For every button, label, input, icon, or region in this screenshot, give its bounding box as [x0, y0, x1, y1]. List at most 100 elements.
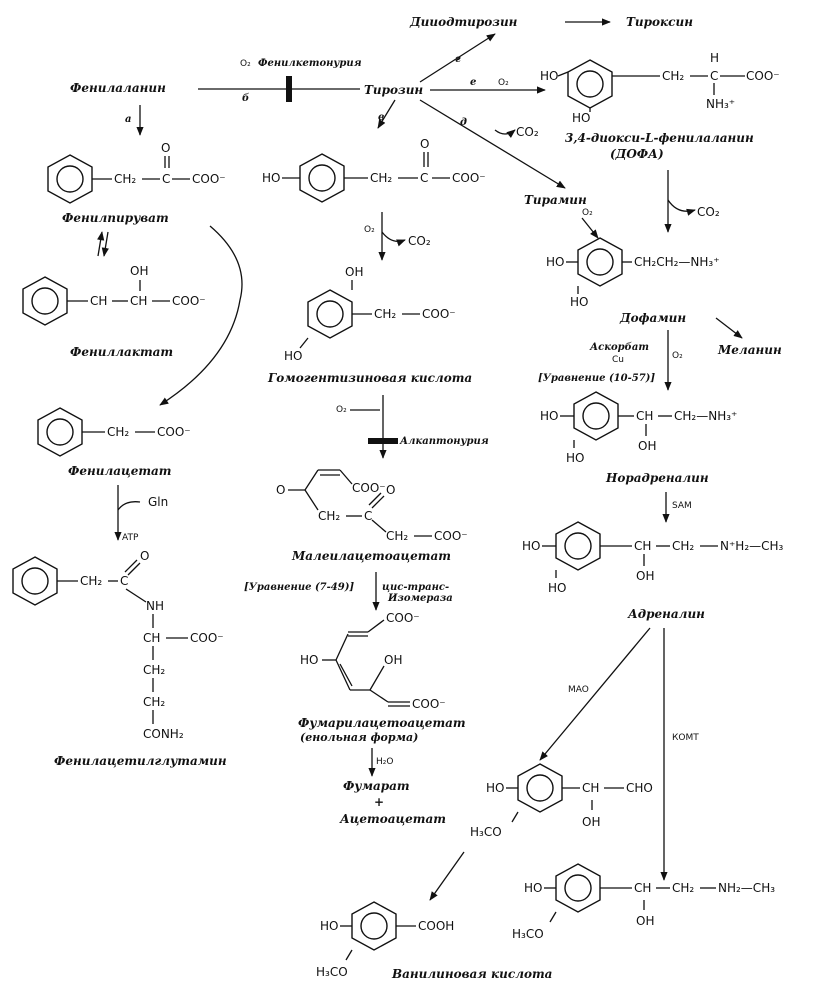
svg-text:COO⁻: COO⁻	[352, 481, 386, 495]
svg-text:O: O	[161, 141, 170, 155]
hydroxyphenylpyruvate-structure: HO CH₂ C O COO⁻	[262, 137, 486, 203]
melanin-label: Меланин	[717, 343, 782, 357]
alkaptonuria-block	[368, 438, 398, 444]
dopa-abbr-label: (ДОФА)	[610, 147, 664, 161]
svg-text:COO⁻: COO⁻	[422, 307, 456, 321]
arrow-phepyr-to-pheac	[159, 225, 243, 406]
svg-text:C: C	[364, 509, 372, 523]
eq-10-57-label: [Уравнение (10-57)]	[538, 373, 655, 384]
svg-text:HO: HO	[570, 295, 588, 309]
thyroxine-label: Тироксин	[626, 15, 693, 29]
phenylpyruvate-label: Фенилпируват	[62, 211, 169, 225]
svg-text:CH₂: CH₂	[662, 69, 684, 83]
arrow-co2-tyramine	[494, 129, 516, 138]
adrenaline-label: Адреналин	[627, 607, 705, 621]
svg-text:CH₂: CH₂	[143, 695, 165, 709]
svg-text:OH: OH	[130, 264, 148, 278]
arrow-tyramine-to-dopamine	[581, 217, 599, 239]
eq-7-49-label: [Уравнение (7-49)]	[244, 582, 354, 593]
svg-text:C: C	[162, 172, 170, 186]
svg-text:HO: HO	[284, 349, 302, 363]
svg-text:C: C	[420, 171, 428, 185]
svg-text:HO: HO	[540, 409, 558, 423]
svg-text:CH₂: CH₂	[114, 172, 136, 186]
svg-text:C: C	[710, 69, 718, 83]
phenylalanine-label: Фенилаланин	[70, 81, 166, 95]
svg-text:H₃CO: H₃CO	[470, 825, 502, 839]
svg-text:CH: CH	[143, 631, 160, 645]
o2-label-b: O₂	[240, 59, 251, 69]
fumarylacetoacetate-structure: COO⁻ HO OH COO⁻	[300, 611, 446, 711]
arrow-dopamine-to-melanin	[715, 317, 743, 339]
dopa-name-label: 3,4-диокси-L-фенилаланин	[565, 131, 754, 145]
arrow-aldehyde-to-vanillic	[429, 851, 465, 901]
svg-text:CH: CH	[634, 881, 651, 895]
svg-text:COO⁻: COO⁻	[172, 294, 206, 308]
svg-text:CH: CH	[130, 294, 147, 308]
svg-text:CH: CH	[582, 781, 599, 795]
mao-label: MAO	[568, 685, 589, 695]
svg-text:O: O	[386, 483, 395, 497]
co2-label-dopa: CO₂	[697, 205, 720, 219]
svg-text:HO: HO	[320, 919, 338, 933]
phenylacetylglutamine-label: Фенилацетилглутамин	[54, 754, 227, 768]
mao-aldehyde-structure: HO H₃CO CH OH CHO	[470, 763, 653, 839]
metanephrine-structure: HO H₃CO CH OH CH₂ NH₂—CH₃	[512, 863, 775, 941]
svg-text:CH₂—NH₃⁺: CH₂—NH₃⁺	[674, 409, 737, 423]
co2-label-d: CO₂	[516, 125, 539, 139]
svg-text:CONH₂: CONH₂	[143, 727, 184, 741]
svg-text:OH: OH	[636, 914, 654, 928]
tyramine-label: Тирамин	[524, 193, 587, 207]
dopa-structure: HO HO CH₂ C H COO⁻ NH₃⁺	[540, 51, 780, 125]
svg-text:CH: CH	[634, 539, 651, 553]
phenyllactate-structure: CH CH OH COO⁻	[22, 264, 206, 326]
cu-label: Cu	[612, 355, 624, 365]
phenylacetate-structure: CH₂ COO⁻	[37, 407, 191, 457]
noradrenaline-label: Норадреналин	[605, 471, 709, 485]
acetoacetate-label: Ацетоацетат	[339, 812, 446, 826]
svg-text:H₃CO: H₃CO	[512, 927, 544, 941]
arrow-tyr-to-diiodo	[419, 33, 496, 83]
svg-text:CH₂: CH₂	[374, 307, 396, 321]
svg-text:COO⁻: COO⁻	[192, 172, 226, 186]
dopamine-label: Дофамин	[619, 311, 686, 325]
gln-input	[117, 501, 141, 511]
svg-text:COO⁻: COO⁻	[190, 631, 224, 645]
o2-label-dopamine: O₂	[672, 351, 683, 361]
svg-text:NH₃⁺: NH₃⁺	[706, 97, 735, 111]
svg-text:CH₂: CH₂	[318, 509, 340, 523]
arrow-phelac-to-phepyr	[97, 231, 105, 257]
o2-label-tyramine: O₂	[582, 208, 593, 218]
isomerase-label-1: цис-транс-	[382, 582, 449, 593]
svg-text:OH: OH	[638, 439, 656, 453]
vanillic-acid-label: Ванилиновая кислота	[391, 967, 552, 981]
svg-text:COO⁻: COO⁻	[386, 611, 420, 625]
homogentisic-structure: OH CH₂ COO⁻ HO	[284, 265, 456, 363]
ascorbate-label: Аскорбат	[589, 342, 649, 353]
plus-label: +	[374, 795, 384, 809]
svg-text:H: H	[710, 51, 719, 65]
svg-text:CH₂: CH₂	[386, 529, 408, 543]
letter-a: а	[125, 114, 131, 125]
svg-text:O: O	[276, 483, 285, 497]
svg-text:CH₂: CH₂	[672, 539, 694, 553]
svg-text:HO: HO	[522, 539, 540, 553]
noradrenaline-structure: HO HO CH OH CH₂—NH₃⁺	[540, 391, 737, 465]
svg-text:COO⁻: COO⁻	[746, 69, 780, 83]
svg-text:HO: HO	[548, 581, 566, 595]
svg-text:CH: CH	[90, 294, 107, 308]
svg-text:CH₂: CH₂	[370, 171, 392, 185]
arrow-tyr-to-hppa	[377, 99, 396, 129]
gln-label: Gln	[148, 495, 168, 509]
svg-text:CH₂: CH₂	[80, 574, 102, 588]
svg-text:CH: CH	[636, 409, 653, 423]
svg-text:O: O	[140, 549, 149, 563]
atp-label: ATP	[122, 533, 139, 543]
svg-text:N⁺H₂—CH₃: N⁺H₂—CH₃	[720, 539, 784, 553]
komt-label: КОМТ	[672, 733, 699, 743]
arrow-co2-dopa	[667, 199, 696, 216]
adrenaline-structure: HO HO CH OH CH₂ N⁺H₂—CH₃	[522, 521, 784, 595]
h2o-label: H₂O	[376, 757, 393, 767]
